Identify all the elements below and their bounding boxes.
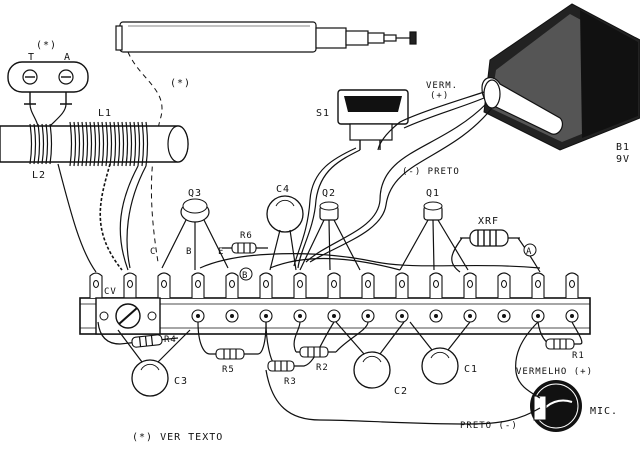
label-circ-b: B xyxy=(242,271,248,281)
resistor-r3 xyxy=(265,321,335,372)
label-q2: Q2 xyxy=(322,188,336,199)
label-c2: C2 xyxy=(394,386,408,397)
capacitor-c4 xyxy=(266,195,304,271)
label-r2: R2 xyxy=(316,363,329,373)
label-c: C xyxy=(150,247,156,257)
label-r3: R3 xyxy=(284,377,297,387)
resistor-r6 xyxy=(222,242,268,254)
label-r5: R5 xyxy=(222,365,235,375)
label-verm: VERM. xyxy=(426,81,458,91)
coil-l1 xyxy=(69,121,149,167)
label-c3: C3 xyxy=(174,376,188,387)
label-circ-a: A xyxy=(526,247,532,257)
switch-s1 xyxy=(337,89,409,150)
node-b-marker: B xyxy=(239,267,253,281)
coil-l2 xyxy=(29,123,53,165)
label-q3: Q3 xyxy=(188,188,202,199)
label-star-antenna: (*) xyxy=(170,78,191,89)
label-q1: Q1 xyxy=(426,188,440,199)
label-c1: C1 xyxy=(464,364,478,375)
capacitor-c3 xyxy=(117,329,191,397)
label-mic: MIC. xyxy=(590,406,618,417)
label-9v: 9V xyxy=(616,154,630,165)
strip-holes-top xyxy=(93,280,575,288)
label-cv: CV xyxy=(104,287,117,297)
resistor-r1 xyxy=(537,321,583,350)
coil-leads xyxy=(57,163,147,273)
resistor-r5 xyxy=(197,321,267,360)
label-s1: S1 xyxy=(316,108,330,119)
transistor-q2 xyxy=(299,201,361,271)
transistor-q3 xyxy=(161,198,229,270)
capacitor-c2 xyxy=(335,321,405,389)
telescopic-antenna xyxy=(115,21,417,53)
transistor-q1 xyxy=(399,201,469,271)
trimmer-cv xyxy=(95,297,161,335)
capacitor-c1 xyxy=(409,321,471,385)
label-l2: L2 xyxy=(32,170,46,181)
node-a-marker: A xyxy=(523,243,537,257)
label-preto-minus: PRETO (-) xyxy=(460,421,518,431)
label-plus: (+) xyxy=(430,91,449,101)
resistor-r4 xyxy=(119,334,179,348)
label-l1: L1 xyxy=(98,108,112,119)
ferrite-rod xyxy=(0,125,189,163)
label-r6: R6 xyxy=(240,231,253,241)
choke-xrf xyxy=(451,229,541,273)
label-r4: R4 xyxy=(164,335,177,345)
microphone xyxy=(530,380,582,432)
battery-leads xyxy=(293,91,493,269)
label-vermelho: VERMELHO (+) xyxy=(516,367,593,377)
label-xrf: XRF xyxy=(478,216,499,227)
antenna-dashed-lead xyxy=(127,51,163,263)
label-r1: R1 xyxy=(572,351,585,361)
strip-eyelets-inner xyxy=(196,314,574,318)
label-b1: B1 xyxy=(616,142,630,153)
battery-9v xyxy=(481,3,640,151)
label-star-top: (*) xyxy=(36,40,57,51)
resistor-r2 xyxy=(293,321,369,358)
label-b: B xyxy=(186,247,192,257)
label-ver-texto: (*) VER TEXTO xyxy=(132,432,223,443)
antenna-terminal-block xyxy=(7,61,89,105)
label-preto-minus-top: (-) PRETO xyxy=(402,167,460,177)
label-c4: C4 xyxy=(276,184,290,195)
label-t: T xyxy=(28,52,35,63)
label-e: E xyxy=(218,247,224,257)
label-a: A xyxy=(64,52,71,63)
mic-leads xyxy=(97,321,541,425)
